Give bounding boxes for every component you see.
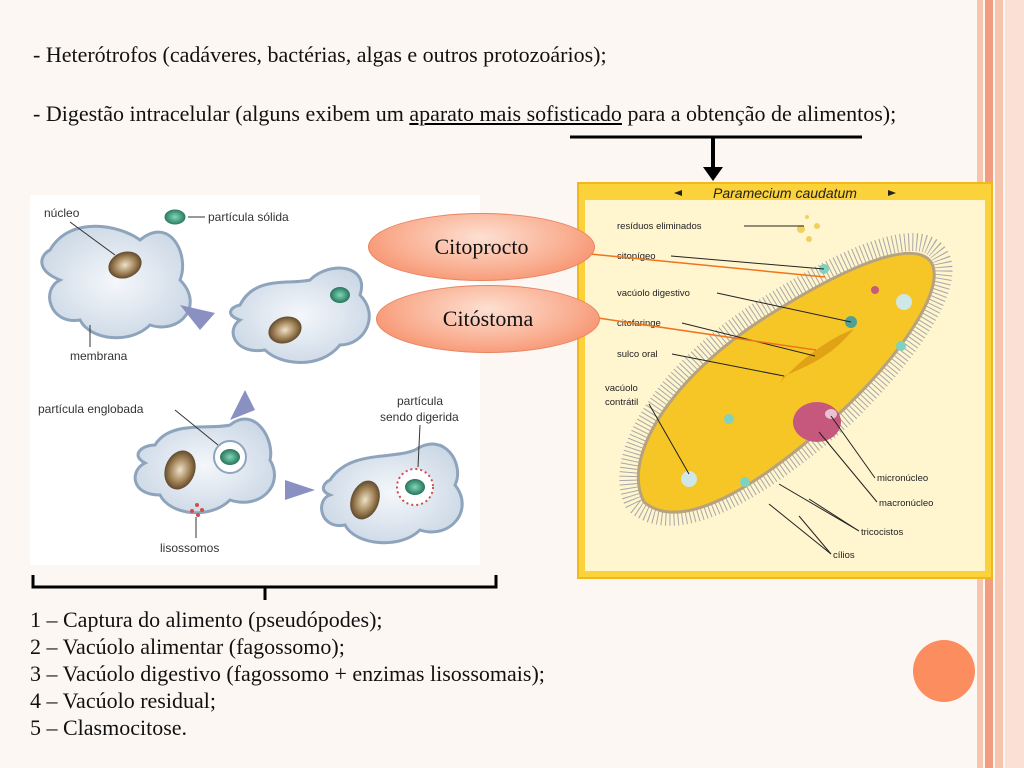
list-item: 1 – Captura do alimento (pseudópodes); <box>30 607 383 632</box>
label-contratil: contrátil <box>605 397 638 408</box>
label-tricocistos: tricocistos <box>861 527 903 538</box>
connector-arrow <box>570 135 862 181</box>
list-item: 4 – Vacúolo residual; <box>30 688 216 713</box>
decor-stripe <box>1005 0 1024 768</box>
callout-leaders <box>589 253 826 351</box>
label-vacuolo: vacúolo <box>605 383 638 394</box>
label-sendo-digerida: sendo digerida <box>380 410 459 424</box>
list-item: 5 – Clasmocitose. <box>30 715 188 740</box>
phagocytosis-illustration: núcleo partícula sólida membrana partícu… <box>38 206 464 555</box>
paramecium-title: Paramecium caudatum <box>713 185 857 201</box>
decor-circle <box>913 640 975 702</box>
callout-citoprocto: Citoprocto <box>368 213 595 281</box>
paramecium-figure: Paramecium caudatum resíduos eliminados … <box>577 182 993 579</box>
label-citopigeo: citopígeo <box>617 251 656 262</box>
callout-citostoma: Citóstoma <box>376 285 600 353</box>
bracket <box>31 575 498 600</box>
bullet-digestao-end: para a obtenção de alimentos); <box>621 101 897 126</box>
list-item: 3 – Vacúolo digestivo (fagossomo + enzim… <box>30 661 545 686</box>
label-particula: partícula <box>397 394 443 408</box>
list-item: 2 – Vacúolo alimentar (fagossomo); <box>30 634 345 659</box>
label-sulco-oral: sulco oral <box>617 349 658 360</box>
label-residuos: resíduos eliminados <box>617 221 702 232</box>
bullet-digestao-underlined: aparato mais sofisticado <box>409 101 622 126</box>
label-particula-solida: partícula sólida <box>208 210 289 224</box>
paramecium-illustration: Paramecium caudatum resíduos eliminados … <box>605 185 953 561</box>
label-nucleo: núcleo <box>44 206 80 220</box>
label-micronucleo: micronúcleo <box>877 473 928 484</box>
label-lisossomos: lisossomos <box>160 541 219 555</box>
bullet-digestao: - Digestão intracelular (alguns exibem u… <box>33 92 951 136</box>
bullet-digestao-start: - Digestão intracelular (alguns exibem u… <box>33 101 410 126</box>
steps-list: 1 – Captura do alimento (pseudópodes); 2… <box>30 606 545 741</box>
label-membrana: membrana <box>70 349 128 363</box>
decor-stripe <box>995 0 1003 768</box>
label-macronucleo: macronúcleo <box>879 498 933 509</box>
label-cilios: cílios <box>833 550 855 561</box>
label-particula-englobada: partícula englobada <box>38 402 144 416</box>
label-vacuolo-digestivo: vacúolo digestivo <box>617 288 690 299</box>
bullet-heterotrofos: - Heterótrofos (cadáveres, bactérias, al… <box>33 42 607 67</box>
